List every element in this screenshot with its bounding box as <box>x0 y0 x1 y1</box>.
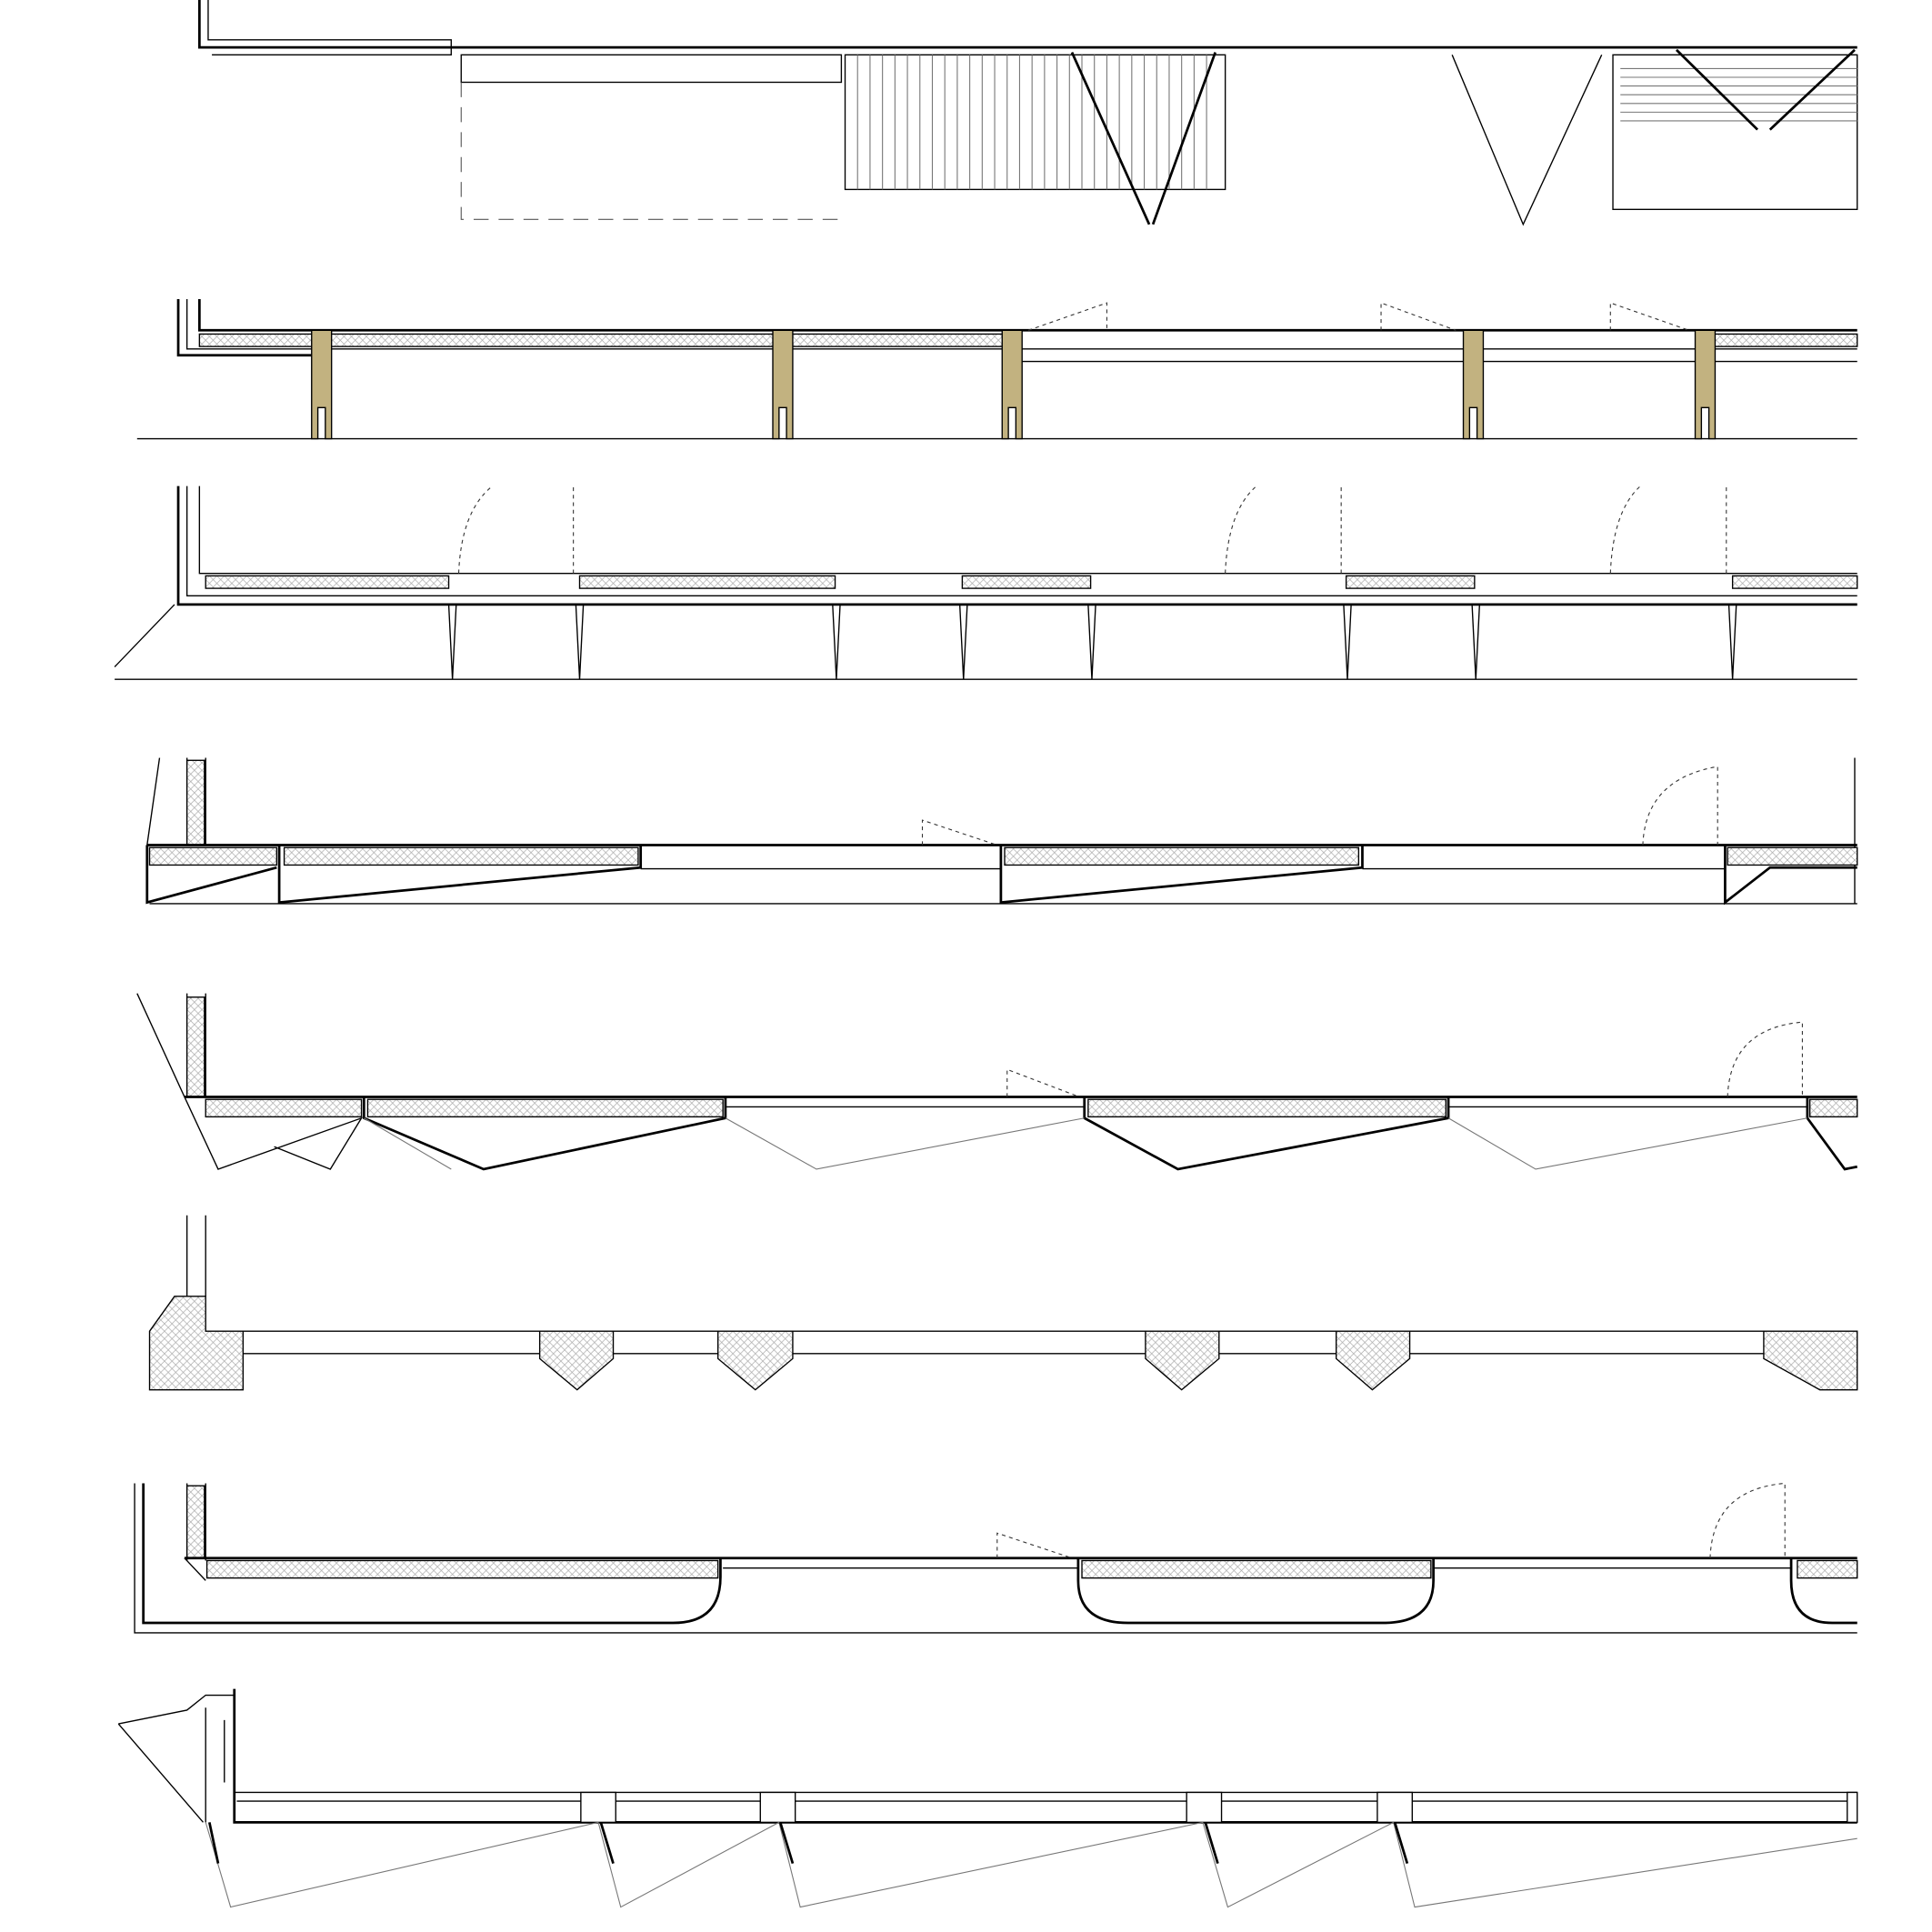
section-row-1 <box>197 0 1858 226</box>
timber-posts <box>311 329 1717 440</box>
section-row-5 <box>136 993 1858 1171</box>
section-row-2 <box>136 299 1858 440</box>
section-row-4 <box>145 757 1858 906</box>
vertical-slats <box>844 52 1226 225</box>
horizontal-louvres <box>1612 48 1858 211</box>
section-row-7 <box>134 1482 1858 1634</box>
section-row-3 <box>114 486 1858 680</box>
section-row-6 <box>148 1215 1858 1391</box>
section-row-8 <box>117 1688 1858 1908</box>
mullions <box>580 1791 1858 1824</box>
